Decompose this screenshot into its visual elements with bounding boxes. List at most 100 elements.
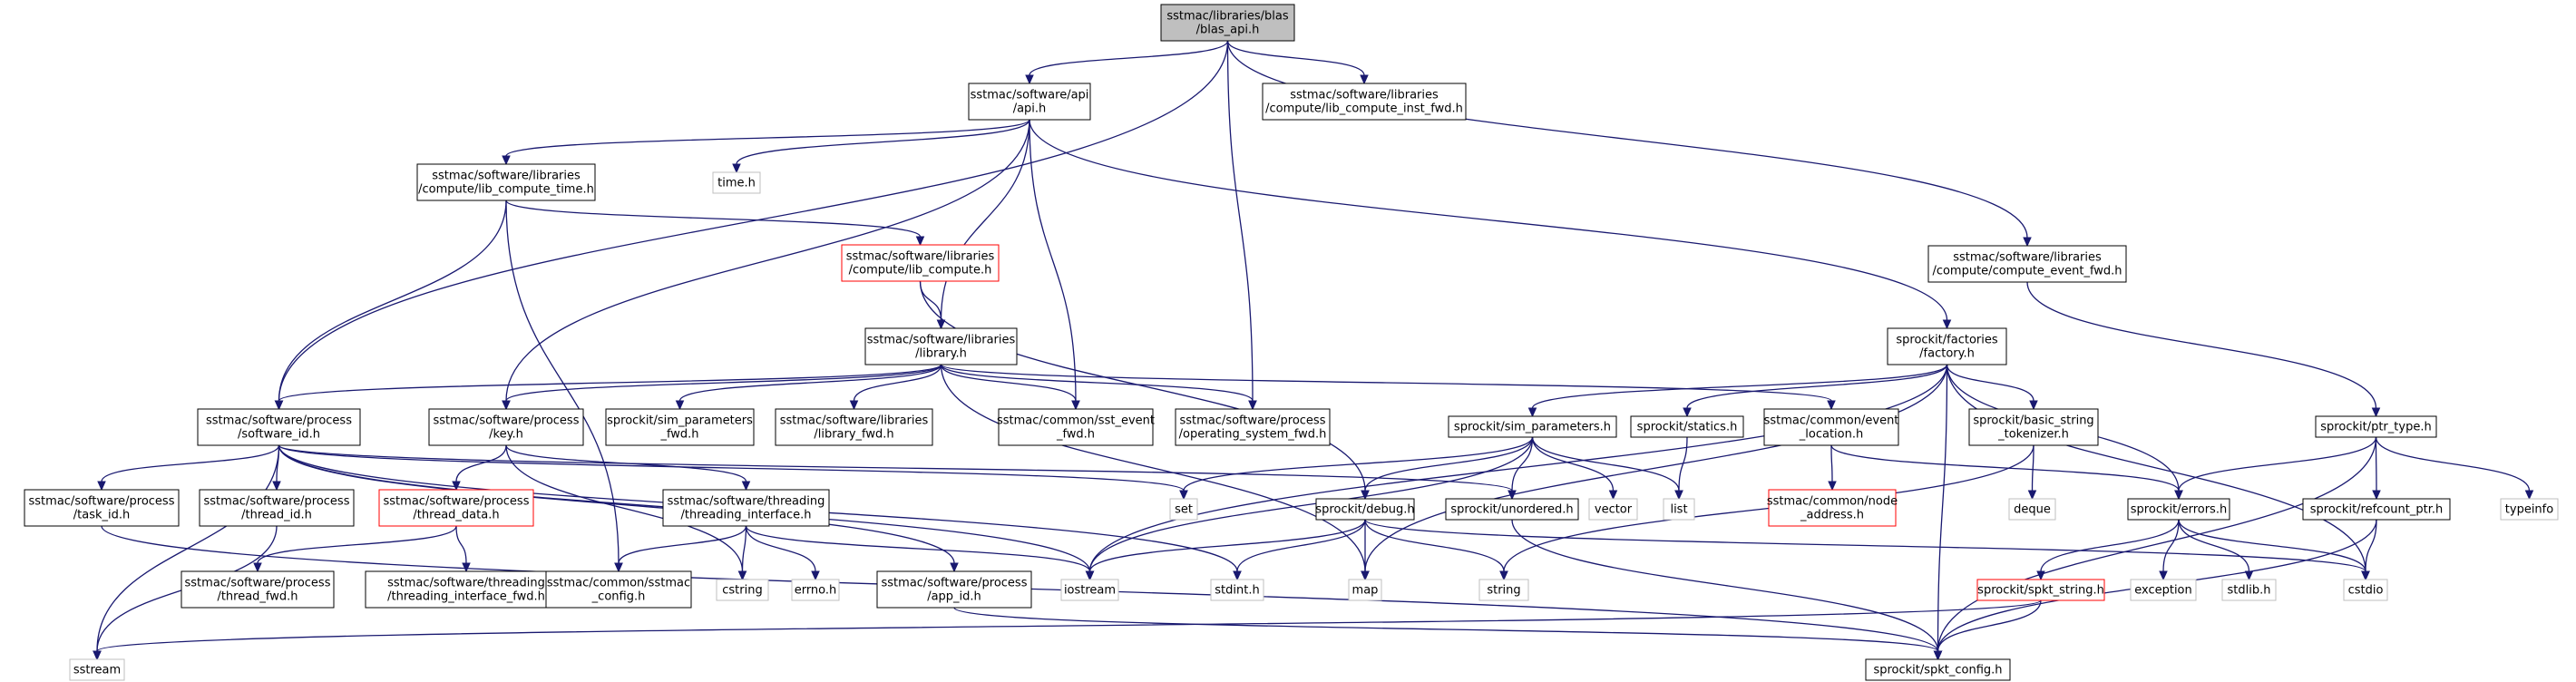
node-list[interactable]: list (1663, 498, 1695, 521)
edge-arrowhead (253, 562, 262, 573)
node-box (1976, 579, 2105, 601)
node-vector[interactable]: vector (1588, 498, 1638, 521)
edge-factory-to-spkt_config (1933, 364, 1948, 661)
edge-library-to-software_id (274, 364, 942, 411)
edge-line (96, 599, 2042, 652)
node-ptr-type[interactable]: sprockit/ptr_type.h (2315, 415, 2437, 438)
node-sim-parameters[interactable]: sprockit/sim_parameters.h (1448, 415, 1617, 438)
node-box (2315, 415, 2437, 438)
node-node-address[interactable]: sstmac/common/node_address.h (1767, 489, 1898, 527)
node-iostream[interactable]: iostream (1060, 579, 1119, 601)
node-label: /thread_id.h (241, 509, 312, 522)
node-errors[interactable]: sprockit/errors.h (2127, 498, 2230, 521)
node-typeinfo[interactable]: typeinfo (2500, 498, 2559, 521)
node-cstring[interactable]: cstring (716, 579, 769, 601)
node-software-id[interactable]: sstmac/software/process/software_id.h (197, 408, 361, 446)
edge-arrowhead (1828, 481, 1837, 492)
node-label: sprockit/errors.h (2131, 503, 2227, 517)
node-library-fwd[interactable]: sstmac/software/libraries/library_fwd.h (775, 408, 933, 446)
edge-thread_data-to-thread_fwd (253, 525, 457, 573)
edge-arrowhead (1674, 490, 1683, 501)
edge-arrowhead (2524, 490, 2534, 501)
node-exception[interactable]: exception (2130, 579, 2197, 601)
node-box (1663, 498, 1695, 521)
edge-line (278, 364, 942, 402)
edge-layer (93, 40, 2534, 661)
edge-arrowhead (1179, 490, 1188, 501)
node-sim-parameters-fwd[interactable]: sprockit/sim_parameters_fwd.h (605, 408, 755, 446)
edge-arrowhead (2372, 490, 2381, 501)
node-label: /threading_interface_fwd.h (387, 590, 545, 604)
node-set[interactable]: set (1169, 498, 1198, 521)
node-sstream[interactable]: sstream (69, 658, 125, 681)
node-unordered[interactable]: sprockit/unordered.h (1445, 498, 1579, 521)
node-library[interactable]: sstmac/software/libraries/library.h (864, 327, 1018, 365)
node-debug[interactable]: sprockit/debug.h (1315, 498, 1415, 521)
node-label: typeinfo (2505, 503, 2553, 517)
node-box (968, 83, 1091, 121)
node-cstdio[interactable]: cstdio (2343, 579, 2388, 601)
node-label: /thread_data.h (413, 509, 499, 522)
node-label: sprockit/spkt_string.h (1977, 584, 2104, 598)
node-box (1160, 4, 1295, 42)
node-box (1060, 579, 1119, 601)
node-label: _fwd.h (1056, 428, 1095, 442)
node-compute-event-fwd[interactable]: sstmac/software/libraries/compute/comput… (1927, 245, 2127, 283)
edge-api-to-factory (1029, 119, 1952, 330)
node-basic-string-tokenizer[interactable]: sprockit/basic_string_tokenizer.h (1968, 408, 2099, 446)
node-sst-event-fwd[interactable]: sstmac/common/sst_event_fwd.h (997, 408, 1155, 446)
node-spkt-config[interactable]: sprockit/spkt_config.h (1865, 658, 2011, 681)
edge-line (1686, 364, 1948, 409)
node-label: /compute/lib_compute_time.h (418, 183, 594, 197)
node-lib-compute-inst-fwd[interactable]: sstmac/software/libraries/compute/lib_co… (1262, 83, 1467, 121)
node-stdint-h[interactable]: stdint.h (1210, 579, 1264, 601)
node-string[interactable]: string (1478, 579, 1529, 601)
node-threading-interface[interactable]: sstmac/software/threading/threading_inte… (662, 489, 830, 527)
node-label: sstmac/software/threading (387, 577, 545, 590)
node-box (876, 570, 1032, 609)
node-time-h[interactable]: time.h (712, 171, 761, 194)
edge-arrowhead (2027, 490, 2037, 501)
edge-line (1946, 364, 2034, 402)
node-box (1768, 489, 1897, 527)
node-label: /factory.h (1919, 347, 1975, 361)
edge-ptr_type-to-refcount_ptr (2372, 436, 2381, 501)
edge-spkt_string-to-sstream (93, 599, 2042, 661)
node-thread-fwd[interactable]: sstmac/software/process/thread_fwd.h (181, 570, 335, 609)
node-statics[interactable]: sprockit/statics.h (1630, 415, 1744, 438)
node-factory[interactable]: sprockit/factories/factory.h (1887, 327, 2007, 365)
node-lib-compute[interactable]: sstmac/software/libraries/compute/lib_co… (841, 244, 1000, 282)
node-deque[interactable]: deque (2008, 498, 2056, 521)
edge-line (1511, 519, 1939, 652)
edge-arrowhead (462, 562, 471, 573)
edge-line (505, 119, 1030, 157)
node-key[interactable]: sstmac/software/process/key.h (428, 408, 584, 446)
node-thread-data[interactable]: sstmac/software/process/thread_data.h (378, 489, 534, 527)
node-map[interactable]: map (1348, 579, 1382, 601)
node-box (416, 163, 596, 201)
edge-arrowhead (1527, 407, 1537, 418)
node-errno-h[interactable]: errno.h (791, 579, 840, 601)
node-box (1865, 658, 2011, 681)
node-thread-id[interactable]: sstmac/software/process/thread_id.h (199, 489, 355, 527)
node-operating-system-fwd[interactable]: sstmac/software/process/operating_system… (1175, 408, 1331, 446)
edge-arrowhead (1508, 490, 1517, 501)
node-event-location[interactable]: sstmac/common/event_location.h (1763, 408, 1899, 446)
node-stdlib-h[interactable]: stdlib.h (2221, 579, 2277, 601)
edge-statics-to-list (1674, 436, 1688, 501)
edge-factory-to-basic_string_tokenizer (1946, 364, 2038, 411)
node-task-id[interactable]: sstmac/software/process/task_id.h (24, 489, 180, 527)
node-spkt-string[interactable]: sprockit/spkt_string.h (1976, 579, 2105, 601)
node-sstmac-config[interactable]: sstmac/common/sstmac_config.h (545, 570, 692, 609)
node-refcount-ptr[interactable]: sprockit/refcount_ptr.h (2302, 498, 2451, 521)
edge-line (678, 364, 942, 402)
node-box (864, 327, 1018, 365)
edge-line (2031, 444, 2034, 492)
node-lib-compute-time[interactable]: sstmac/software/libraries/compute/lib_co… (416, 163, 596, 201)
node-api[interactable]: sstmac/software/api/api.h (968, 83, 1091, 121)
node-app-id[interactable]: sstmac/software/process/app_id.h (876, 570, 1032, 609)
edge-arrowhead (2029, 400, 2038, 411)
edge-factory-to-map (1361, 364, 1948, 581)
edge-factory-to-cstdio (1946, 364, 2370, 581)
node-threading-interface-fwd[interactable]: sstmac/software/threading/threading_inte… (365, 570, 568, 609)
